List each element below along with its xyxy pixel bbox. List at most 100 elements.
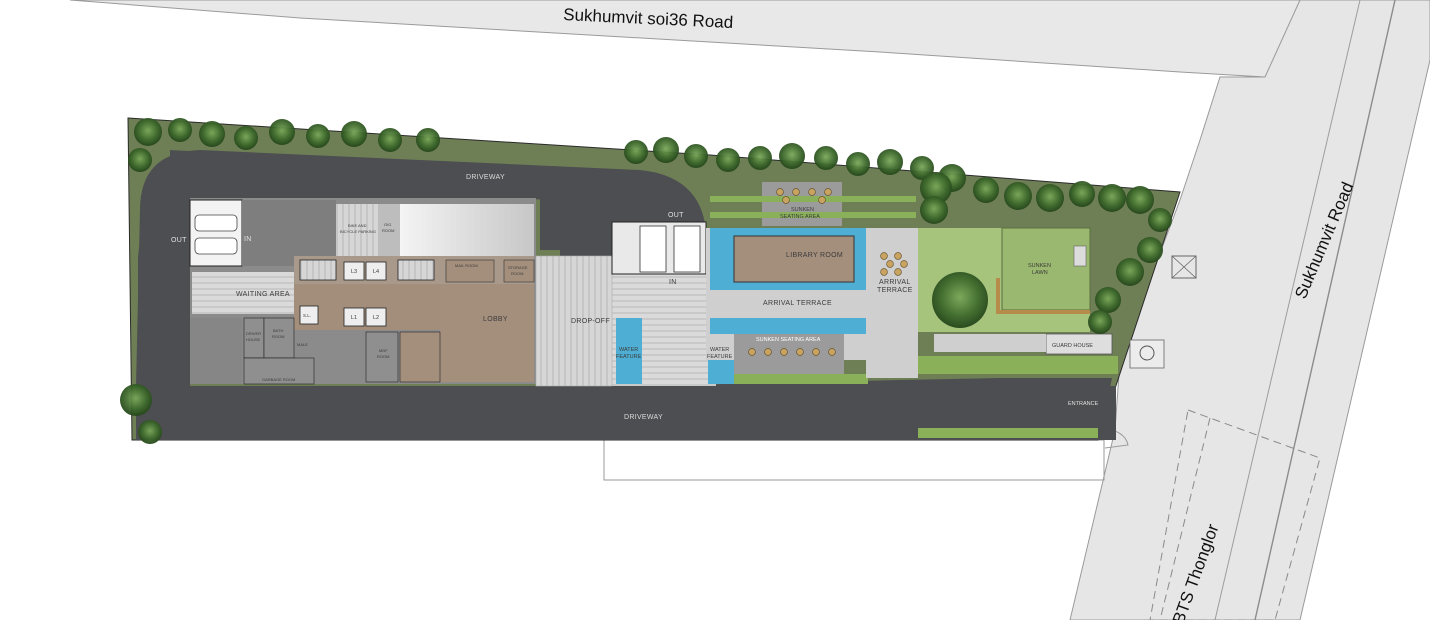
bts-station-divider: [1159, 417, 1211, 620]
road-median-line: [1254, 0, 1396, 620]
mdf-room-label-2: ROOM: [377, 354, 389, 359]
parking-bay: [189, 199, 243, 267]
parking-car-2: [194, 237, 238, 255]
utility-box: [1171, 255, 1197, 279]
storage-room-label-2: ROOM: [511, 271, 523, 276]
mail-room-label: MAIL ROOM: [455, 263, 478, 268]
seating-furniture: [748, 188, 908, 356]
mail-room: [445, 259, 495, 283]
bike-parking-room: [336, 204, 378, 256]
library-room: [733, 235, 855, 283]
seat: [894, 252, 902, 260]
parking-car-1: [194, 214, 238, 232]
driveway-top-label: DRIVEWAY: [466, 174, 505, 181]
lower-pool: [710, 318, 866, 334]
seat: [780, 348, 788, 356]
arrival-zone: [535, 182, 1118, 438]
lift-l3-label: L3: [351, 269, 357, 275]
driveway-upper-left: [136, 150, 706, 386]
seat: [880, 252, 888, 260]
lift-l2: [365, 307, 387, 327]
car-lift-1: [639, 225, 667, 273]
utility-box-x2: [1171, 255, 1197, 279]
bath-room-label-2: ROOM: [272, 334, 284, 339]
tree: [624, 140, 648, 164]
lift-l1: [343, 307, 365, 327]
vehicle-lift-area: [242, 200, 336, 266]
tree: [416, 128, 440, 152]
sunken-seating-top-label-1: SUNKEN: [791, 207, 814, 213]
kiosk-ring: [1139, 345, 1155, 361]
lobby: [440, 284, 534, 382]
sunken-lawn-label-1: SUNKEN: [1028, 263, 1051, 269]
tree: [168, 118, 192, 142]
planter-strip-2: [710, 196, 916, 202]
out-mid-label: OUT: [668, 212, 684, 219]
seat: [776, 188, 784, 196]
drop-off-canopy: [535, 255, 613, 387]
seat: [792, 188, 800, 196]
tree: [779, 143, 805, 169]
tree: [814, 146, 838, 170]
tree: [920, 172, 952, 204]
tree: [138, 420, 162, 444]
seat: [748, 348, 756, 356]
male-label: MALE: [297, 342, 308, 347]
storage-room-label-1: STORAGE: [508, 265, 528, 270]
tree: [306, 124, 330, 148]
sukhumvit-road: [1069, 0, 1430, 620]
driver-house-label-1: DRIVER: [246, 331, 261, 336]
tree: [1148, 208, 1172, 232]
sunken-seating-top-label-2: SEATING AREA: [780, 214, 820, 220]
in-mid-label: IN: [669, 279, 677, 286]
tree: [910, 156, 934, 180]
service-lift-label: S.L.: [303, 313, 311, 318]
lower-left-room: [190, 318, 242, 384]
road-network: [69, 0, 1430, 620]
sunken-lawn-label-2: LAWN: [1032, 270, 1048, 276]
building-block: [189, 198, 536, 385]
entrance-lawn: [918, 428, 1098, 438]
waiting-area: [192, 272, 294, 314]
storage-room: [503, 259, 535, 283]
toilet-block: [399, 331, 441, 383]
seat: [886, 260, 894, 268]
driveway-bottom-label: DRIVEWAY: [624, 414, 663, 421]
in-left-label: IN: [244, 236, 252, 243]
tree: [716, 148, 740, 172]
drop-off-label: DROP-OFF: [571, 318, 610, 325]
sunken-lawn: [1001, 227, 1091, 311]
tree: [341, 121, 367, 147]
stair-2: [397, 259, 435, 281]
tree: [1069, 181, 1095, 207]
seat: [894, 268, 902, 276]
tree: [1095, 287, 1121, 313]
stair-1: [299, 259, 337, 281]
bath-room-label-1: BATH: [273, 328, 283, 333]
tree: [120, 384, 152, 416]
planter-strip-3: [710, 212, 916, 218]
tree: [378, 128, 402, 152]
tree: [653, 137, 679, 163]
library-room-label: LIBRARY ROOM: [786, 252, 843, 259]
garbage-room-label: GARBAGE ROOM: [262, 377, 295, 382]
lobby-label: LOBBY: [483, 316, 508, 323]
gig-room-label-1: GIG: [384, 222, 391, 227]
road-edge-line: [1214, 0, 1361, 620]
seat: [796, 348, 804, 356]
mdf-room-label-1: MDF: [379, 348, 388, 353]
driver-house-label-2: HOUSE: [246, 337, 261, 342]
lift-l4-label: L4: [373, 269, 379, 275]
planter-strip-1: [734, 374, 868, 384]
tree: [199, 121, 225, 147]
lift-l2-label: L2: [373, 315, 379, 321]
lawn-edge: [996, 278, 1090, 314]
arrival-terrace-right-label-2: TERRACE: [877, 287, 913, 294]
water-feature-left: [616, 318, 642, 384]
tree: [1126, 186, 1154, 214]
tree: [234, 126, 258, 150]
tree: [1098, 184, 1126, 212]
gate-strip: [934, 334, 1046, 352]
tree: [269, 119, 295, 145]
